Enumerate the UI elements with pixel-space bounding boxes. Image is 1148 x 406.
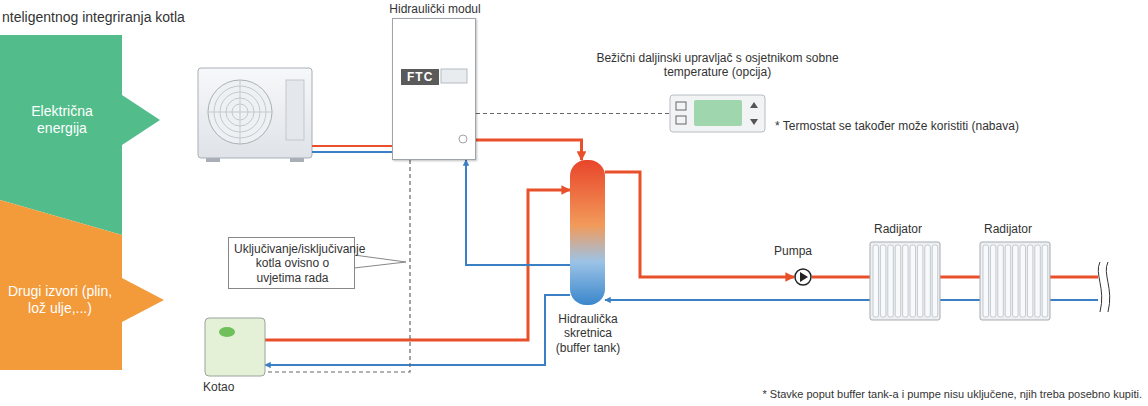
energy-arrow: Električna energija	[0, 35, 162, 235]
node-label: Radijator	[874, 222, 922, 236]
break-mark	[1106, 262, 1109, 312]
pump-shape	[794, 268, 812, 286]
radiator: Radijator	[980, 242, 1050, 320]
pipe	[1050, 299, 1098, 301]
pipe	[312, 145, 392, 147]
boiler-shape	[205, 318, 265, 376]
control-line	[476, 113, 670, 114]
callout-pointer	[354, 255, 406, 268]
pipe	[940, 299, 980, 301]
node-label: Radijator	[984, 222, 1032, 236]
remote-controller-shape	[670, 95, 765, 132]
node-label: Bežični daljinski upravljač s osjetnikom…	[585, 51, 850, 80]
remote-controller: Bežični daljinski upravljač s osjetnikom…	[670, 95, 765, 132]
node-label: Kotao	[203, 380, 234, 394]
node-label: Pumpa	[774, 244, 812, 258]
diagram-title: nteligentnog integriranja kotla	[2, 9, 185, 25]
node-label: Električna energija	[8, 103, 116, 137]
boiler: Kotao	[205, 318, 265, 376]
water-pipe	[940, 276, 980, 279]
node-label: Uključivanje/isključivanje kotla ovisno …	[229, 238, 356, 289]
water-pipe	[265, 295, 570, 365]
footnote: * Stavke poput buffer tank-a i pumpe nis…	[762, 388, 1142, 400]
water-pipe	[476, 140, 582, 160]
node-label: Drugi izvori (plin, lož ulje,...)	[6, 283, 114, 317]
footnote: * Termostat se također može koristiti (n…	[775, 119, 1019, 133]
radiator: Radijator	[870, 242, 940, 320]
water-pipe	[466, 160, 570, 265]
node-tag: FTC	[401, 69, 439, 85]
radiator-shape	[870, 242, 940, 320]
water-pipe	[605, 172, 794, 277]
radiator-shape	[980, 242, 1050, 320]
callout-box: Uključivanje/isključivanje kotla ovisno …	[228, 237, 355, 289]
break-mark	[1098, 262, 1101, 312]
hydraulic-module: Hidraulički modulFTC	[392, 18, 476, 160]
node-label: Hidraulički modul	[363, 2, 507, 16]
water-pipe	[605, 299, 870, 301]
pipe	[312, 151, 392, 153]
outdoor-unit	[198, 68, 312, 162]
energy-arrow: Drugi izvori (plin, lož ulje,...)	[0, 200, 166, 370]
hydraulic-module-shape	[393, 19, 477, 161]
buffer-tank-shape	[570, 160, 605, 305]
pump: Pumpa	[794, 268, 812, 286]
buffer-tank: Hidraulička skretnica (buffer tank)	[570, 160, 605, 305]
pipe	[1050, 276, 1098, 279]
water-pipe	[812, 276, 870, 279]
node-label: Hidraulička skretnica (buffer tank)	[550, 312, 626, 355]
